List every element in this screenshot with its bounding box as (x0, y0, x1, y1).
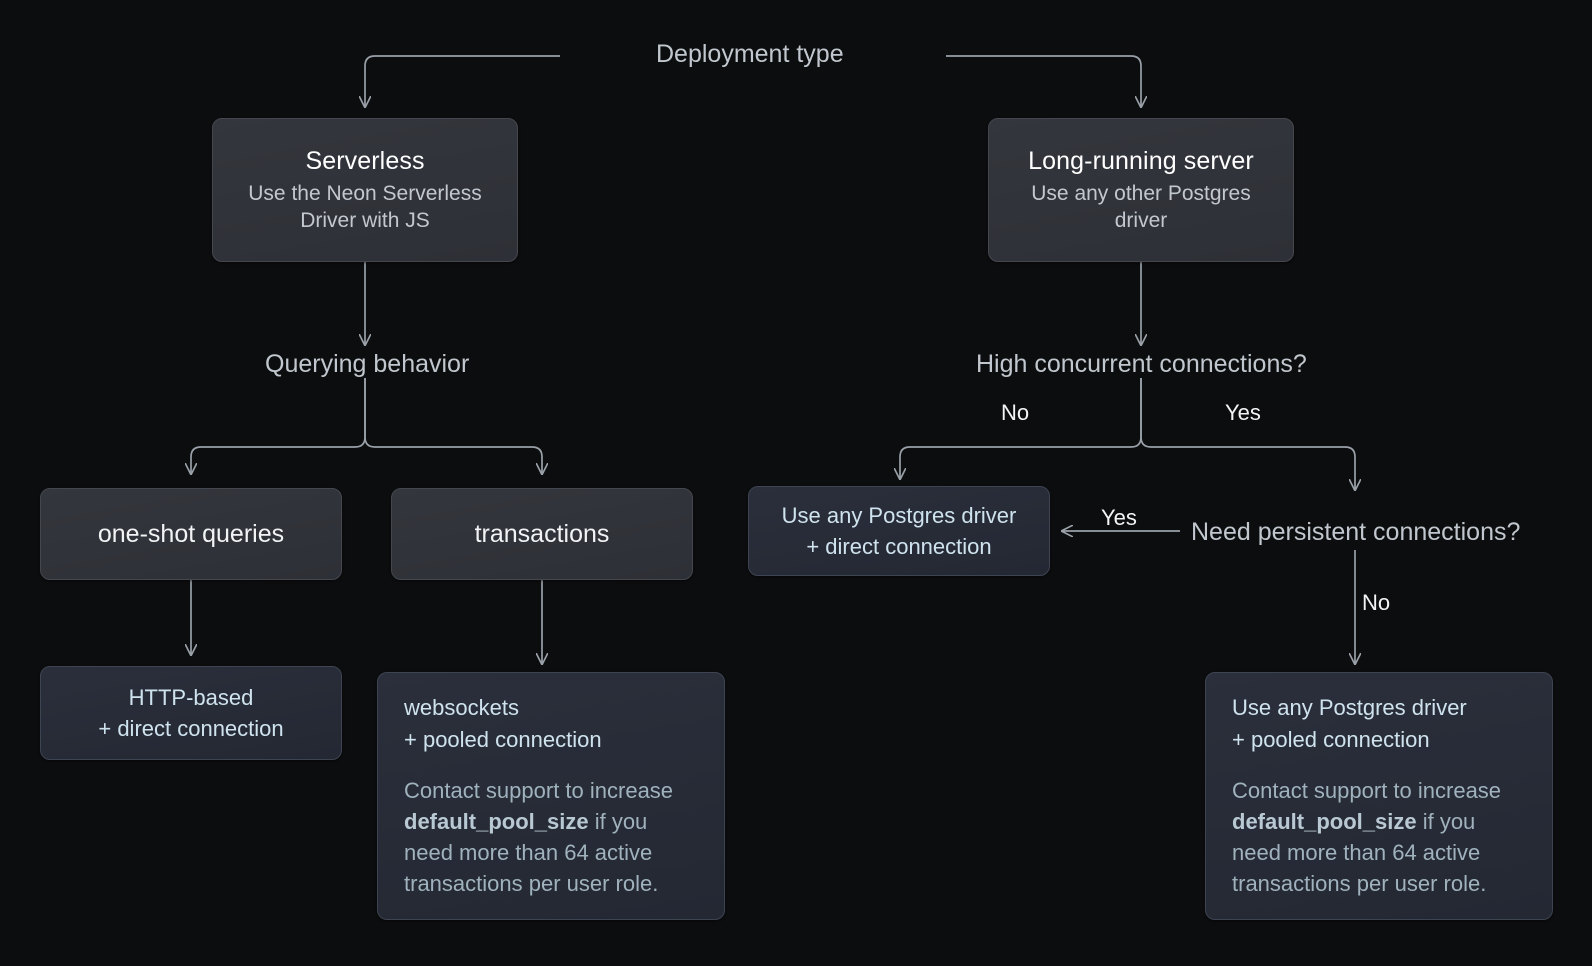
node-any-driver-pooled-body: Contact support to increase default_pool… (1232, 775, 1526, 900)
node-websockets-headline: websockets + pooled connection (404, 695, 602, 752)
node-one-shot-queries-label: one-shot queries (97, 519, 285, 548)
node-transactions-label: transactions (474, 519, 610, 548)
node-direct-connection-any-driver[interactable]: Use any Postgres driver + direct connect… (748, 486, 1050, 576)
decision-need-persistent-connections: Need persistent connections? (1191, 518, 1521, 546)
node-http-based-text: HTTP-based + direct connection (98, 684, 284, 741)
node-websockets-body: Contact support to increase default_pool… (404, 775, 698, 900)
decision-high-concurrent-connections: High concurrent connections? (976, 350, 1307, 378)
node-any-driver-pooled-body-tail: if you need more than 64 active transact… (1232, 809, 1487, 897)
node-any-driver-pooled-body-lead: Contact support to increase (1232, 777, 1502, 803)
node-long-running-subtitle: Use any other Postgres driver (1031, 181, 1251, 232)
decision-querying-behavior: Querying behavior (265, 350, 470, 378)
node-long-running-server[interactable]: Long-running server Use any other Postgr… (988, 118, 1294, 262)
node-long-running-title: Long-running server (1028, 146, 1254, 175)
node-direct-connection-any-driver-text: Use any Postgres driver + direct connect… (781, 502, 1017, 559)
node-websockets-body-tail: if you need more than 64 active transact… (404, 809, 659, 897)
node-serverless[interactable]: Serverless Use the Neon Serverless Drive… (212, 118, 518, 262)
node-websockets-pooled-connection[interactable]: websockets + pooled connection Contact s… (377, 672, 725, 920)
node-http-based-direct-connection[interactable]: HTTP-based + direct connection (40, 666, 342, 760)
node-any-driver-pooled-connection[interactable]: Use any Postgres driver + pooled connect… (1205, 672, 1553, 920)
node-one-shot-queries[interactable]: one-shot queries (40, 488, 342, 580)
node-any-driver-pooled-body-code: default_pool_size (1232, 809, 1417, 834)
node-websockets-body-code: default_pool_size (404, 809, 589, 834)
edge-label-no-persistent: No (1362, 590, 1391, 615)
edge-label-yes: Yes (1225, 400, 1261, 425)
node-serverless-subtitle: Use the Neon Serverless Driver with JS (248, 181, 482, 232)
node-any-driver-pooled-headline: Use any Postgres driver + pooled connect… (1232, 695, 1467, 752)
node-websockets-body-lead: Contact support to increase (404, 777, 674, 803)
edge-label-no: No (1001, 400, 1030, 425)
root-label: Deployment type (656, 40, 844, 68)
edge-label-yes-persistent: Yes (1101, 505, 1137, 530)
node-transactions[interactable]: transactions (391, 488, 693, 580)
node-serverless-title: Serverless (305, 146, 425, 175)
